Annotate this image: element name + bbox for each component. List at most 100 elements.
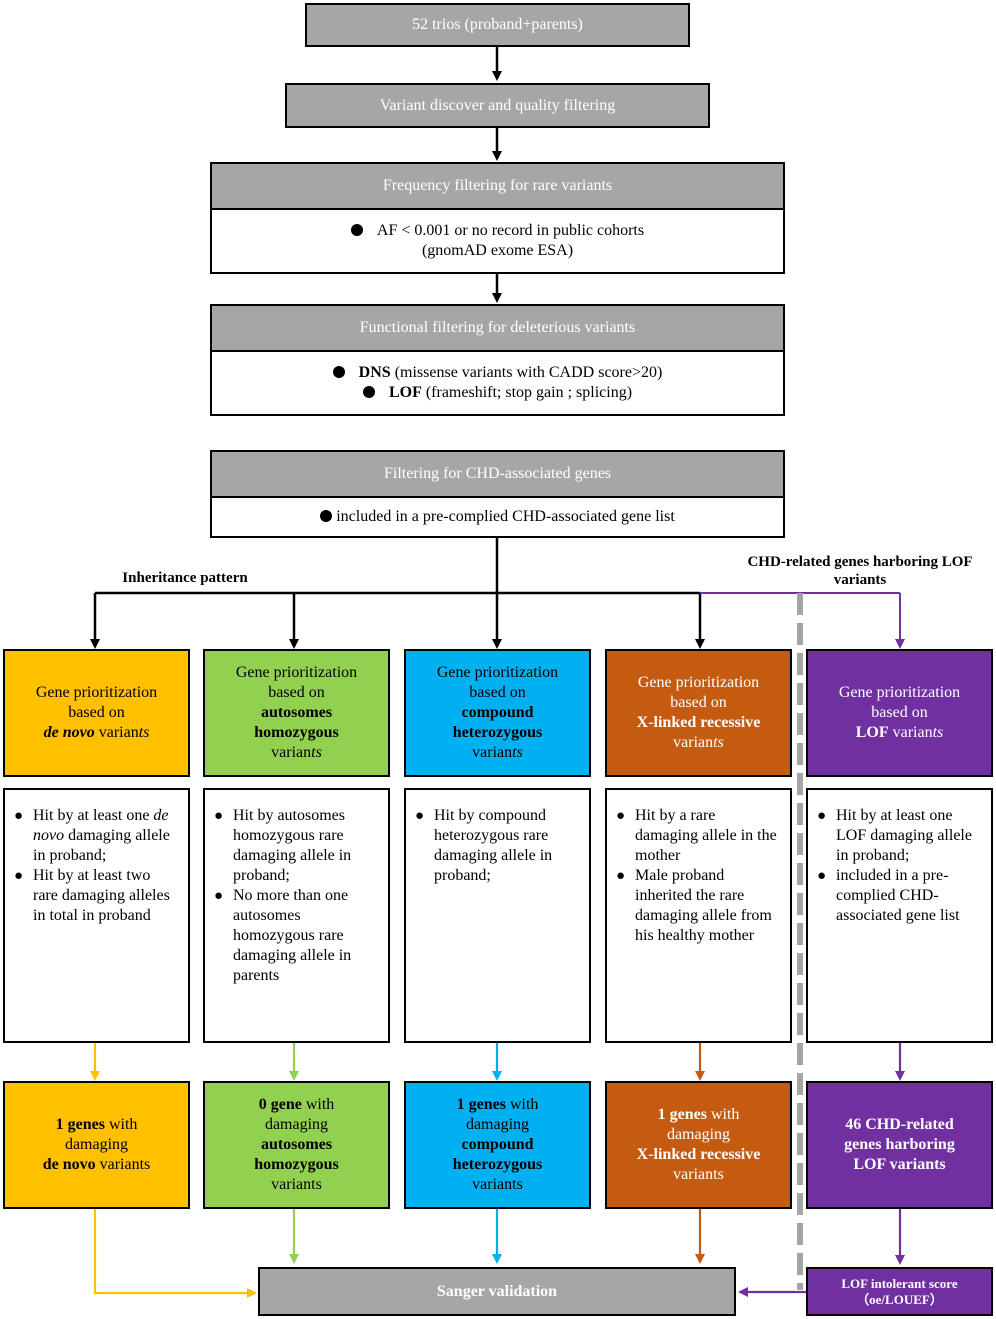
result-keyword: de novo xyxy=(42,1156,96,1173)
prio-line: Gene prioritization xyxy=(838,684,961,701)
prio-tail: varian xyxy=(472,744,513,761)
result-keyword: compound xyxy=(461,1136,534,1153)
prio-keyword: LOF xyxy=(855,724,889,741)
prio-line: Gene prioritization xyxy=(235,664,358,681)
autosomal-prioritization: Gene prioritization based on autosomes h… xyxy=(203,649,390,777)
result-text: variants xyxy=(95,1156,151,1173)
xlinked-criteria: Hit by a rare damaging allele in the mot… xyxy=(605,788,792,1043)
prio-keyword: homozygous xyxy=(254,724,339,741)
lof-intolerant-score-box: LOF intolerant score （oe/LOUEF） xyxy=(806,1267,993,1316)
prio-line: Gene prioritization xyxy=(35,684,158,701)
trios-box: 52 trios (proband+parents) xyxy=(305,3,690,47)
lof-result: 46 CHD-related genes harboring LOF varia… xyxy=(806,1081,993,1209)
frequency-criterion-1: AF < 0.001 or no record in public cohort… xyxy=(376,222,645,239)
bullet-icon xyxy=(332,366,345,378)
result-keyword: homozygous xyxy=(254,1156,339,1173)
xlinked-result: 1 genes with damaging X-linked recessive… xyxy=(605,1081,792,1209)
chd-criterion: included in a pre-complied CHD-associate… xyxy=(336,508,675,525)
frequency-criterion-2: (gnomAD exome ESA) xyxy=(421,242,574,259)
lof-score-line1: LOF intolerant score xyxy=(841,1275,958,1291)
prio-line: Gene prioritization xyxy=(436,664,559,681)
result-keyword: X-linked recessive xyxy=(636,1146,761,1163)
lof-label: LOF xyxy=(388,384,422,401)
result-line: LOF variants xyxy=(853,1156,946,1173)
result-line: genes harboring xyxy=(844,1136,955,1153)
prio-keyword: autosomes xyxy=(260,704,333,721)
prio-keyword: X-linked recessive xyxy=(636,714,761,731)
dns-text: (missense variants with CADD score>20) xyxy=(390,364,663,381)
frequency-title-text: Frequency filtering for rare variants xyxy=(382,177,613,194)
sanger-validation-box: Sanger validation xyxy=(258,1267,736,1316)
top-arrows xyxy=(90,47,705,649)
prio-tail-italic: ts xyxy=(713,734,724,751)
bullet-icon xyxy=(320,510,333,522)
criterion-item: Hit by a rare damaging allele in the mot… xyxy=(616,806,780,866)
prio-line: based on xyxy=(670,694,727,711)
compound-prioritization: Gene prioritization based on compound he… xyxy=(404,649,591,777)
prio-tail: varian xyxy=(94,724,139,741)
frequency-filter-title: Frequency filtering for rare variants xyxy=(210,162,785,210)
functional-filter-title: Functional filtering for deleterious var… xyxy=(210,304,785,352)
prio-tail: varian xyxy=(888,724,933,741)
result-keyword: autosomes xyxy=(260,1136,333,1153)
result-text: with xyxy=(505,1096,539,1113)
lof-criteria: Hit by at least one LOF damaging allele … xyxy=(806,788,993,1043)
prio-line: based on xyxy=(469,684,526,701)
criterion-item: Hit by at least two rare damaging allele… xyxy=(14,866,178,926)
criterion-item: Hit by compound heterozygous rare damagi… xyxy=(415,806,579,886)
criterion-item: Male proband inherited the rare damaging… xyxy=(616,866,780,946)
result-count: 1 genes xyxy=(55,1116,105,1133)
bullet-icon xyxy=(362,386,375,398)
result-text: with xyxy=(301,1096,335,1113)
prio-tail-italic: ts xyxy=(932,724,944,741)
prio-keyword: compound xyxy=(461,704,534,721)
xlinked-prioritization: Gene prioritization based on X-linked re… xyxy=(605,649,792,777)
result-text: variants xyxy=(271,1176,322,1193)
prio-line: based on xyxy=(268,684,325,701)
prio-keyword: de novo xyxy=(43,724,95,741)
lof-score-line2: （oe/LOUEF） xyxy=(856,1291,943,1307)
chd-filter-title: Filtering for CHD-associated genes xyxy=(210,450,785,498)
result-text: damaging xyxy=(264,1116,329,1133)
prio-tail-italic: ts xyxy=(138,724,150,741)
lof-branch-label: CHD-related genes harboring LOF variants xyxy=(747,554,973,588)
inheritance-pattern-label: Inheritance pattern xyxy=(122,570,248,586)
variant-discovery-text: Variant discover and quality filtering xyxy=(379,96,616,114)
criterion-item: Hit by at least one de novo damaging all… xyxy=(14,806,178,866)
prio-tail: varian xyxy=(271,744,312,761)
sanger-text: Sanger validation xyxy=(436,1282,558,1300)
functional-title-text: Functional filtering for deleterious var… xyxy=(359,319,636,336)
dns-label: DNS xyxy=(358,364,391,381)
trios-text: 52 trios (proband+parents) xyxy=(412,16,583,33)
prio-line: based on xyxy=(68,704,125,721)
denovo-result: 1 genes with damaging de novo variants xyxy=(3,1081,190,1209)
result-text: with xyxy=(104,1116,138,1133)
result-count: 1 genes xyxy=(657,1106,707,1123)
functional-filter-criteria: DNS (missense variants with CADD score>2… xyxy=(210,350,785,416)
result-count: 0 gene xyxy=(258,1096,302,1113)
result-text: damaging xyxy=(666,1126,731,1143)
criterion-item: No more than one autosomes homozygous ra… xyxy=(214,886,378,986)
denovo-criteria: Hit by at least one de novo damaging all… xyxy=(3,788,190,1043)
denovo-prioritization: Gene prioritization based on de novo var… xyxy=(3,649,190,777)
result-text: variants xyxy=(673,1166,724,1183)
compound-criteria: Hit by compound heterozygous rare damagi… xyxy=(404,788,591,1043)
prio-tail-italic: ts xyxy=(512,744,523,761)
prio-keyword: heterozygous xyxy=(452,724,543,741)
prio-tail-italic: ts xyxy=(311,744,322,761)
variant-discovery-box: Variant discover and quality filtering xyxy=(285,83,710,128)
result-text: damaging xyxy=(64,1136,129,1153)
lof-prioritization: Gene prioritization based on LOF variant… xyxy=(806,649,993,777)
bullet-icon xyxy=(350,224,363,236)
arrow-denovo-sanger xyxy=(93,1209,257,1298)
autosomal-criteria: Hit by autosomes homozygous rare damagin… xyxy=(203,788,390,1043)
lof-text: (frameshift; stop gain ; splicing) xyxy=(421,384,633,401)
frequency-filter-criteria: AF < 0.001 or no record in public cohort… xyxy=(210,208,785,274)
chd-filter-criteria: included in a pre-complied CHD-associate… xyxy=(210,496,785,538)
result-line: 46 CHD-related xyxy=(845,1116,954,1133)
prio-tail: varian xyxy=(673,734,714,751)
autosomal-result: 0 gene with damaging autosomes homozygou… xyxy=(203,1081,390,1209)
prio-line: Gene prioritization xyxy=(637,674,760,691)
chd-title-text: Filtering for CHD-associated genes xyxy=(383,465,612,482)
